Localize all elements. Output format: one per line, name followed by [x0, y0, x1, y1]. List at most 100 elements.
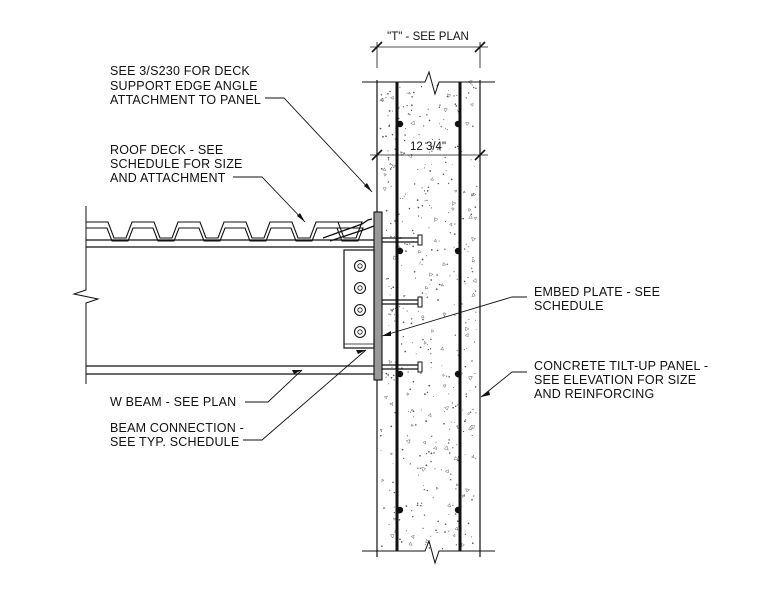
stipple-dot — [439, 123, 441, 125]
stipple-dot — [406, 435, 408, 437]
stipple-dot — [454, 422, 456, 423]
stipple-dot — [427, 348, 430, 351]
aggregate-mark — [434, 217, 439, 222]
stipple-dot — [454, 223, 456, 225]
stipple-dot — [475, 319, 476, 321]
stipple-dot — [467, 92, 470, 94]
stipple-dot — [390, 376, 393, 379]
stipple-dot — [474, 206, 477, 208]
stipple-dot — [410, 510, 413, 512]
stipple-dot — [445, 127, 447, 129]
aggregate-mark — [431, 329, 435, 333]
stipple-dot — [471, 360, 473, 362]
deck-support-edge-angle — [322, 218, 375, 242]
stipple-dot — [400, 343, 403, 345]
rebar-spacing-label: 12 3/4" — [410, 141, 446, 153]
stipple-dot — [471, 536, 473, 538]
stipple-dot — [454, 314, 456, 316]
stipple-dot — [423, 393, 426, 396]
aggregate-mark — [451, 201, 457, 206]
aggregate-mark — [433, 238, 437, 243]
aggregate-mark — [444, 406, 449, 411]
callout-deck-support-line-1: SEE 3/S230 FOR DECK — [110, 64, 250, 78]
aggregate-mark — [389, 401, 394, 407]
stipple-dot — [457, 404, 459, 406]
stipple-dot — [432, 395, 434, 397]
stipple-dot — [431, 138, 434, 141]
stipple-dot — [419, 261, 421, 263]
stipple-dot — [404, 128, 406, 129]
stipple-dot — [449, 428, 451, 430]
stipple-dot — [446, 129, 448, 131]
stipple-dot — [405, 530, 407, 532]
stipple-dot — [436, 249, 439, 252]
stipple-dot — [474, 166, 475, 168]
stipple-dot — [417, 206, 420, 209]
stipple-dot — [461, 151, 463, 153]
stipple-dot — [454, 103, 457, 105]
stipple-dot — [385, 376, 387, 378]
stipple-dot — [426, 391, 429, 394]
stipple-dot — [415, 424, 417, 426]
stipple-dot — [402, 336, 404, 338]
stipple-dot — [390, 166, 392, 168]
stipple-dot — [445, 170, 447, 172]
stipple-dot — [380, 168, 383, 170]
stipple-dot — [448, 439, 450, 441]
stipple-dot — [417, 310, 419, 312]
stipple-dot — [394, 361, 396, 363]
aggregate-mark — [442, 313, 447, 317]
stipple-dot — [456, 94, 458, 96]
embed-plate — [373, 211, 383, 381]
stipple-dot — [405, 193, 407, 195]
rebar-dot — [396, 120, 404, 128]
stipple-dot — [471, 542, 474, 545]
bolt — [353, 281, 367, 295]
stipple-dot — [407, 371, 409, 373]
callout-w-beam-line-1: W BEAM - SEE PLAN — [110, 395, 236, 409]
aggregate-mark — [461, 543, 465, 548]
stipple-dot — [441, 365, 443, 367]
stipple-dot — [399, 306, 401, 308]
stipple-dot — [430, 452, 433, 455]
stipple-dot — [417, 215, 420, 217]
stipple-dot — [389, 314, 391, 316]
stipple-dot — [430, 207, 432, 209]
stipple-dot — [409, 388, 412, 391]
aggregate-mark — [471, 424, 476, 430]
stipple-dot — [393, 314, 395, 316]
aggregate-mark — [390, 534, 395, 539]
aggregate-mark — [470, 103, 474, 107]
stipple-dot — [455, 544, 458, 546]
stipple-dot — [420, 86, 423, 88]
stipple-dot — [389, 489, 391, 491]
stipple-dot — [452, 504, 454, 506]
stipple-dot — [425, 193, 427, 195]
stipple-dot — [385, 209, 388, 212]
stipple-dot — [392, 308, 395, 310]
stipple-dot — [448, 376, 450, 378]
stipple-dot — [427, 344, 429, 346]
stipple-dot — [423, 190, 426, 192]
stipple-dot — [385, 229, 388, 231]
stipple-dot — [438, 138, 440, 141]
stipple-dot — [435, 529, 437, 532]
stipple-dot — [472, 193, 475, 195]
aggregate-mark — [471, 292, 476, 297]
aggregate-mark — [449, 222, 453, 227]
stipple-dot — [404, 294, 406, 296]
aggregate-mark — [410, 423, 414, 427]
stipple-dot — [410, 109, 413, 112]
stipple-dot — [464, 283, 466, 285]
callout-embed-plate-line-2: SCHEDULE — [534, 299, 604, 313]
roof-deck — [86, 221, 364, 242]
stipple-dot — [394, 220, 396, 222]
stipple-dot — [422, 338, 424, 341]
callout-roof-deck: ROOF DECK - SEE SCHEDULE FOR SIZE AND AT… — [110, 143, 242, 185]
stipple-dot — [456, 425, 458, 427]
stipple-dot — [474, 290, 477, 292]
stipple-dot — [424, 167, 426, 169]
stipple-dot — [412, 245, 415, 248]
stipple-dot — [388, 286, 390, 287]
stipple-dot — [454, 405, 457, 408]
